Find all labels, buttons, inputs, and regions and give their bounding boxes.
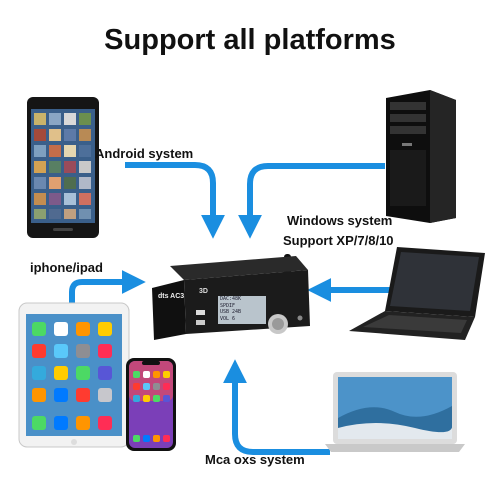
desktop-tower-image bbox=[386, 90, 456, 223]
iphone-image bbox=[126, 358, 176, 451]
device-screen-line: USB 24B bbox=[220, 309, 242, 315]
android-arrow bbox=[125, 162, 225, 239]
device-screen-line: VOL 6 bbox=[220, 315, 236, 322]
android-phone-image bbox=[27, 97, 99, 238]
device-brand-text: dts AC3 bbox=[158, 293, 185, 300]
windows-tower-arrow bbox=[238, 163, 385, 239]
app-grid bbox=[34, 113, 91, 219]
android-label: Android system bbox=[95, 146, 194, 161]
device-screen-line: DAC:48K bbox=[220, 296, 242, 302]
windows-laptop-image bbox=[349, 247, 485, 340]
mac-label: Mca oxs system bbox=[205, 452, 305, 467]
page-title: Support all platforms bbox=[104, 24, 396, 56]
macbook-image bbox=[325, 372, 465, 452]
device-screen-line: SPDIF bbox=[220, 302, 236, 309]
windows-label-line1: Windows system bbox=[287, 213, 393, 228]
device-screen: DAC:48K SPDIF USB 24B VOL 6 bbox=[220, 296, 266, 322]
dac-device-image bbox=[152, 254, 310, 340]
iphone-arrow bbox=[69, 270, 146, 305]
ipad-image bbox=[18, 302, 130, 448]
iphone-app-grid bbox=[133, 371, 170, 442]
mac-arrow bbox=[223, 359, 330, 455]
device-3d-badge: 3D bbox=[199, 288, 208, 295]
windows-label-line2: Support XP/7/8/10 bbox=[283, 233, 394, 248]
iphone-ipad-label: iphone/ipad bbox=[30, 260, 103, 275]
ipad-app-grid bbox=[32, 322, 112, 430]
